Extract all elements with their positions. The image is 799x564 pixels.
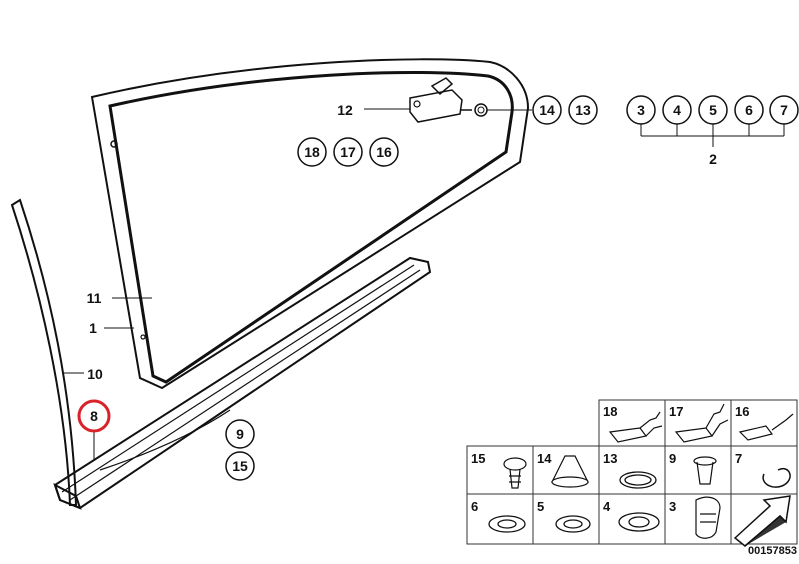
callout-17: 17	[333, 137, 363, 167]
callout-6: 6	[734, 95, 764, 125]
table-label-6: 6	[471, 499, 478, 514]
svg-text:17: 17	[340, 144, 356, 160]
svg-text:5: 5	[709, 102, 717, 118]
part-16-connector-sketch	[738, 413, 794, 441]
part-7-circlip-sketch	[762, 467, 791, 488]
callout-12: 12	[337, 102, 353, 118]
callout-4: 4	[662, 95, 692, 125]
svg-text:2: 2	[709, 151, 717, 167]
side-window-glass	[90, 58, 530, 390]
table-label-16: 16	[735, 404, 749, 419]
callout-8-highlighted: 8	[77, 399, 111, 433]
callout-1: 1	[89, 320, 97, 336]
svg-text:8: 8	[90, 408, 98, 424]
svg-text:15: 15	[232, 458, 248, 474]
table-label-7: 7	[735, 451, 742, 466]
parts-table: 18 17 16 15 14 13 9 7 6 5 4 3	[466, 399, 798, 547]
diagram-number: 00157853	[748, 545, 797, 557]
svg-text:1: 1	[89, 320, 97, 336]
callout-9: 9	[225, 419, 255, 449]
pillar-seal-strip	[10, 198, 78, 506]
callout-16: 16	[369, 137, 399, 167]
table-label-4: 4	[603, 499, 611, 514]
svg-text:14: 14	[539, 102, 555, 118]
part-15-clip-sketch	[503, 457, 527, 489]
callout-7: 7	[769, 95, 799, 125]
callout-5: 5	[698, 95, 728, 125]
callout-10: 10	[87, 366, 103, 382]
table-label-15: 15	[471, 451, 485, 466]
table-label-9: 9	[669, 451, 676, 466]
part-14-grommet-sketch	[551, 455, 589, 488]
svg-text:12: 12	[337, 102, 353, 118]
callout-3: 3	[626, 95, 656, 125]
callout-13: 13	[568, 95, 598, 125]
part-3-cap-sketch	[695, 496, 721, 539]
svg-text:10: 10	[87, 366, 103, 382]
callout-14: 14	[532, 95, 562, 125]
part-6-washer-sketch	[488, 515, 526, 533]
part-9-nut-sketch	[693, 456, 717, 485]
callout-18: 18	[297, 137, 327, 167]
sill-channel-strip	[53, 256, 432, 510]
callout-2: 2	[709, 151, 717, 167]
part-17-terminal-sketch	[674, 403, 729, 443]
table-label-13: 13	[603, 451, 617, 466]
window-latch-part	[409, 77, 488, 123]
table-label-14: 14	[537, 451, 552, 466]
leader-lines	[64, 108, 785, 460]
svg-text:9: 9	[236, 426, 244, 442]
svg-text:18: 18	[304, 144, 320, 160]
direction-arrow-icon	[733, 495, 791, 547]
part-18-terminal-sketch	[608, 411, 663, 443]
svg-text:6: 6	[745, 102, 753, 118]
table-label-3: 3	[669, 499, 676, 514]
svg-text:11: 11	[87, 290, 102, 306]
svg-text:16: 16	[376, 144, 392, 160]
svg-text:3: 3	[637, 102, 645, 118]
table-label-18: 18	[603, 404, 617, 419]
part-5-washer-sketch	[555, 515, 591, 533]
svg-text:4: 4	[673, 102, 681, 118]
table-label-17: 17	[669, 404, 683, 419]
svg-text:13: 13	[575, 102, 591, 118]
callout-15: 15	[225, 451, 255, 481]
svg-text:7: 7	[780, 102, 788, 118]
part-13-ring-sketch	[619, 471, 657, 489]
callout-11: 11	[87, 290, 102, 306]
table-label-5: 5	[537, 499, 544, 514]
part-4-flange-washer-sketch	[618, 512, 660, 532]
